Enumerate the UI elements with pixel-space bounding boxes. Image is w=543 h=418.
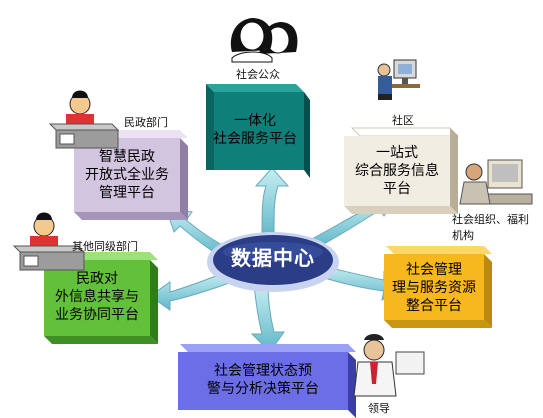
arrow-to-warning bbox=[250, 283, 285, 353]
box-info-sharing-line-3: 业务协同平台 bbox=[55, 307, 139, 323]
center-node bbox=[207, 232, 339, 292]
box-public-service-line-2: 社会服务平台 bbox=[213, 131, 297, 147]
arrow-to-public-service bbox=[254, 167, 290, 239]
other-dept-person-icon bbox=[12, 212, 86, 271]
box-info-service: 一站式 综合服务信息 平台 bbox=[344, 144, 450, 198]
box-public-service: 一体化 社会服务平台 bbox=[206, 112, 304, 148]
box-resource-line-3: 整合平台 bbox=[406, 298, 462, 314]
leadership-label: 领导 bbox=[368, 402, 390, 415]
organization-person-icon bbox=[459, 159, 533, 205]
community-label: 社区 bbox=[392, 114, 414, 127]
box-public-service-line-1: 一体化 bbox=[234, 113, 276, 129]
box-civil-affairs-line-3: 管理平台 bbox=[99, 185, 155, 201]
civil-dept-person-icon bbox=[48, 90, 120, 149]
data-center-label: 数据中心 bbox=[231, 246, 315, 270]
organizations-label: 社会组织、福利机构 bbox=[452, 213, 529, 242]
box-info-service-line-3: 平台 bbox=[383, 181, 411, 197]
arrow-to-resource bbox=[317, 265, 403, 302]
box-warning-line-2: 警与分析决策平台 bbox=[207, 381, 319, 397]
box-public-service-shape bbox=[206, 84, 310, 178]
box-info-service-line-2: 综合服务信息 bbox=[355, 163, 439, 179]
leadership-person-icon bbox=[353, 334, 425, 397]
box-warning-shape bbox=[178, 344, 356, 418]
public-label: 社会公众 bbox=[236, 68, 280, 81]
other-depts-label: 其他同级部门 bbox=[72, 240, 138, 253]
box-info-sharing-line-2: 外信息共享与 bbox=[55, 289, 139, 305]
arrow-to-info-sharing bbox=[149, 271, 233, 311]
box-resource-shape bbox=[384, 246, 492, 328]
connector-arrows bbox=[149, 167, 403, 353]
civil-dept-label: 民政部门 bbox=[124, 116, 168, 129]
box-resource: 社会管理 理与服务资源 整合平台 bbox=[384, 261, 484, 315]
box-info-service-shape bbox=[344, 127, 460, 214]
box-info-sharing: 民政对 外信息共享与 业务协同平台 bbox=[44, 270, 150, 324]
box-civil-affairs-line-2: 开放式全业务 bbox=[85, 167, 169, 183]
community-person-icon bbox=[377, 59, 420, 100]
box-info-sharing-line-1: 民政对 bbox=[76, 271, 118, 287]
box-civil-affairs: 智慧民政 开放式全业务 管理平台 bbox=[74, 148, 180, 202]
box-resource-line-1: 社会管理 bbox=[406, 262, 462, 278]
box-warning-line-1: 社会管理状态预 bbox=[214, 363, 312, 379]
box-warning: 社会管理状态预 警与分析决策平台 bbox=[178, 362, 348, 398]
box-info-service-line-1: 一站式 bbox=[376, 145, 418, 161]
box-civil-affairs-line-1: 智慧民政 bbox=[99, 149, 155, 165]
public-people-icon bbox=[230, 18, 298, 63]
box-resource-line-2: 理与服务资源 bbox=[392, 280, 476, 296]
